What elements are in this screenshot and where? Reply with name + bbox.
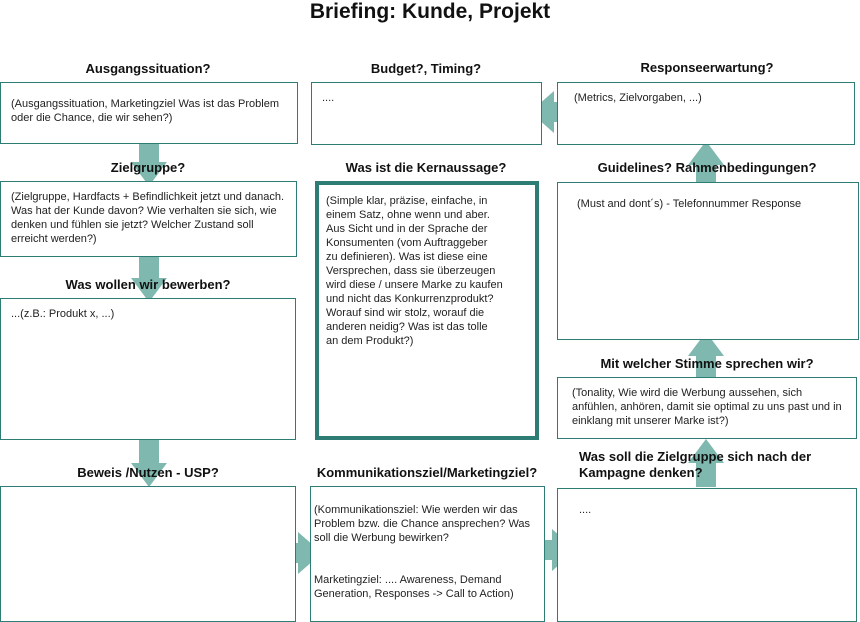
arrow-up-3	[688, 141, 724, 185]
heading-budget: Budget?, Timing?	[370, 61, 482, 76]
heading-zielgruppe: Zielgruppe?	[110, 160, 186, 175]
heading-kernaussage: Was ist die Kernaussage?	[345, 160, 507, 175]
box-beweis	[0, 486, 296, 622]
arrow-up-1	[688, 439, 724, 487]
arrow-down-1	[131, 142, 167, 186]
box-kernaussage: (Simple klar, präzise, einfache, in eine…	[315, 181, 539, 440]
arrow-left-1	[530, 91, 576, 133]
heading-bewerben: Was wollen wir bewerben?	[65, 277, 231, 292]
box-bewerben: ...(z.B.: Produkt x, ...)	[0, 298, 296, 440]
arrow-right-1	[276, 532, 322, 574]
heading-ausgangssituation: Ausgangssituation?	[85, 61, 211, 76]
heading-kommunikation: Kommunikationsziel/Marketingziel?	[316, 465, 538, 480]
box-kommunikation: (Kommunikationsziel: Wie werden wir das …	[310, 486, 545, 622]
box-budget: ....	[311, 82, 542, 145]
box-zielgruppe: (Zielgruppe, Hardfacts + Befindlichkeit …	[0, 181, 297, 257]
heading-denken: Was soll die Zielgruppe sich nach der Ka…	[579, 449, 812, 480]
box-response: (Metrics, Zielvorgaben, ...)	[557, 82, 855, 145]
heading-stimme: Mit welcher Stimme sprechen wir?	[600, 356, 814, 371]
heading-guidelines: Guidelines? Rahmenbedingungen?	[597, 160, 817, 175]
box-ausgangssituation: (Ausgangssituation, Marketingziel Was is…	[0, 82, 298, 144]
box-guidelines: (Must and dont´s) - Telefonnummer Respon…	[557, 182, 859, 340]
box-denken: ....	[557, 488, 857, 622]
arrow-up-2	[688, 332, 724, 380]
page-title: Briefing: Kunde, Projekt	[309, 0, 551, 23]
arrow-down-3	[131, 440, 167, 487]
heading-beweis: Beweis /Nutzen - USP?	[77, 465, 219, 480]
box-stimme: (Tonality, Wie wird die Werbung aussehen…	[557, 377, 857, 439]
heading-response: Responseerwartung?	[640, 60, 774, 75]
arrow-down-2	[131, 256, 167, 302]
arrow-right-2	[530, 529, 576, 571]
